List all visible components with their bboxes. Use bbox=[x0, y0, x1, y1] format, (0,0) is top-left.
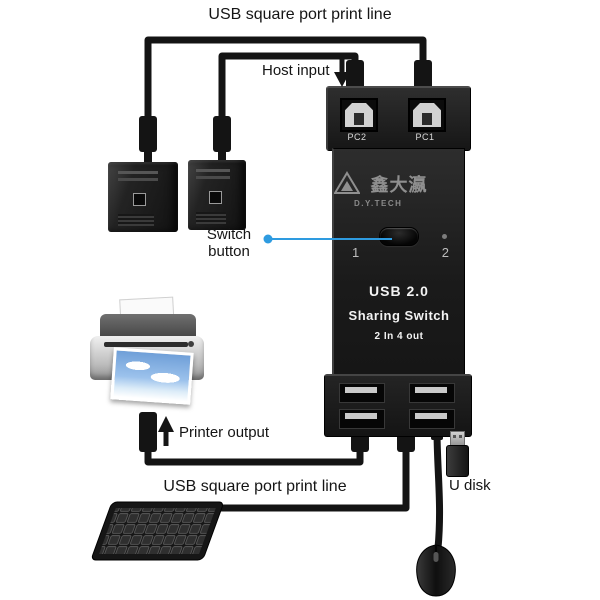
printer bbox=[90, 296, 212, 405]
usb-a-tongue bbox=[415, 413, 447, 419]
brand-name-cn: 鑫大瀛 bbox=[370, 175, 428, 195]
brand-name-en: D.Y.TECH bbox=[354, 199, 403, 208]
drive-bay bbox=[196, 176, 230, 179]
spec-usb-version: USB 2.0 bbox=[369, 283, 429, 299]
bottom-cable-label: USB square port print line bbox=[163, 478, 347, 495]
spec-product-name: Sharing Switch bbox=[348, 308, 450, 323]
usb-cables bbox=[144, 36, 444, 552]
brand-logo-row: 鑫大瀛 bbox=[334, 171, 464, 197]
top-cable-label: USB square port print line bbox=[208, 6, 392, 23]
host-input-arrow-icon bbox=[334, 58, 350, 87]
usb-b-port-pc2 bbox=[340, 98, 378, 132]
cable-pc1 bbox=[144, 36, 427, 134]
usb-b-port-slot bbox=[422, 113, 432, 125]
usb-a-tongue bbox=[345, 387, 377, 393]
usb-a-port bbox=[409, 409, 455, 429]
callout-pointer-dot bbox=[263, 234, 273, 244]
usb-a-tongue bbox=[415, 387, 447, 393]
cable-keyboard bbox=[210, 444, 410, 512]
switch-bottom-ports-panel bbox=[324, 374, 472, 437]
drive-bay bbox=[196, 169, 230, 172]
printer-output-slot bbox=[104, 342, 188, 347]
cable-mouse bbox=[433, 426, 444, 552]
usb-b-port-inner bbox=[345, 103, 373, 127]
brand-logo-triangle-icon bbox=[334, 171, 360, 194]
switch-top-ports-panel: PC2 PC1 bbox=[326, 86, 471, 151]
switch-position-1-label: 1 bbox=[352, 245, 360, 260]
printer-usb-plug-icon bbox=[139, 412, 157, 452]
tower-logo bbox=[208, 190, 222, 204]
switch-body-panel: 鑫大瀛 D.Y.TECH 1 2 USB 2.0 Sharing Switch … bbox=[332, 148, 465, 376]
switch-button-callout-label: Switch button bbox=[206, 226, 252, 260]
u-disk-label: U disk bbox=[449, 477, 491, 494]
usb-plug-icon bbox=[346, 60, 364, 92]
usb-plug-icon bbox=[213, 116, 231, 152]
usb-b-port-inner bbox=[413, 103, 441, 127]
spec-io-config: 2 In 4 out bbox=[374, 331, 424, 342]
tower-logo bbox=[133, 192, 147, 206]
usb-a-port bbox=[339, 409, 385, 429]
usb-b-port-slot bbox=[354, 113, 364, 125]
usb-plugs bbox=[139, 60, 443, 452]
mouse bbox=[416, 544, 456, 597]
computer-tower-1 bbox=[108, 162, 178, 232]
usb-a-port bbox=[409, 383, 455, 403]
keyboard bbox=[91, 501, 224, 561]
usb-plug-icon bbox=[414, 60, 432, 92]
usb-plug-neck bbox=[144, 150, 152, 164]
printer-power-button bbox=[188, 341, 194, 347]
drive-bay bbox=[117, 178, 159, 181]
usb-plug-icon bbox=[139, 116, 157, 152]
tower-vent bbox=[196, 212, 227, 224]
cable-printer bbox=[144, 444, 364, 466]
switch-indicator-led bbox=[442, 234, 447, 239]
usb-b-port-pc1 bbox=[408, 98, 446, 132]
u-disk-icon bbox=[446, 445, 469, 477]
usb-plug-neck bbox=[218, 150, 226, 164]
computer-tower-2 bbox=[188, 160, 246, 230]
mouse-scroll-wheel bbox=[433, 552, 439, 562]
port-label-pc1: PC1 bbox=[415, 132, 435, 142]
printer-output-arrow-icon bbox=[158, 416, 174, 446]
usb-a-tongue bbox=[345, 413, 377, 419]
printer-output-label: Printer output bbox=[179, 424, 270, 441]
switch-position-2-label: 2 bbox=[441, 245, 449, 260]
usb-a-port bbox=[339, 383, 385, 403]
switch-toggle-button bbox=[379, 227, 419, 246]
port-label-pc2: PC2 bbox=[347, 132, 367, 142]
drive-bay bbox=[117, 171, 159, 174]
host-input-label: Host input bbox=[262, 62, 330, 79]
tower-vent bbox=[117, 214, 155, 226]
